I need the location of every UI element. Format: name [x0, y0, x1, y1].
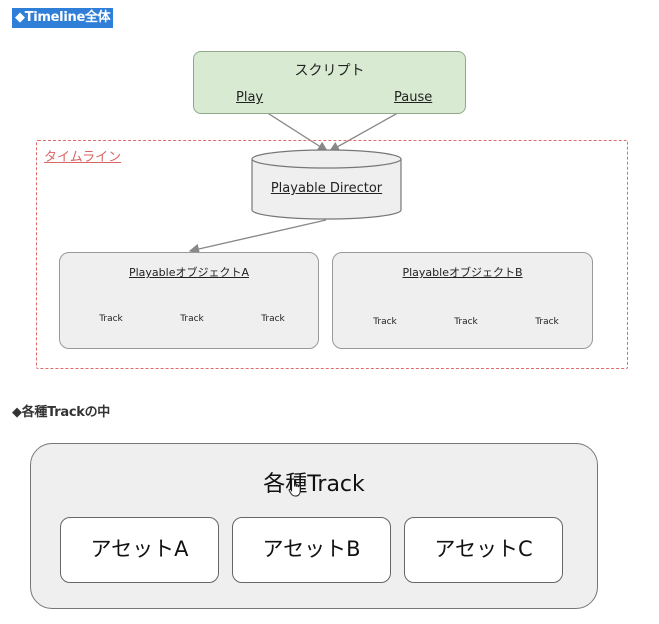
script-box	[193, 51, 466, 114]
track-label: Track	[99, 314, 123, 324]
playable-director-label: Playable Director	[270, 181, 383, 196]
track-label: Track	[261, 314, 285, 324]
play-label: Play	[236, 90, 264, 105]
track-label: Track	[535, 317, 559, 327]
pause-label: Pause	[394, 90, 433, 105]
playable-director-cylinder	[251, 149, 402, 220]
playable-object-b-title: PlayableオブジェクトB	[402, 266, 523, 279]
section-heading-track-content: ◆各種Trackの中	[12, 405, 110, 420]
track-label: Track	[180, 314, 204, 324]
asset-c-box: アセットC	[404, 517, 563, 583]
track-detail-title: 各種Track	[263, 472, 365, 497]
section-heading-timeline: ◆Timeline全体	[12, 8, 114, 28]
playable-object-a-box	[59, 252, 319, 349]
playable-object-b-box	[332, 252, 593, 349]
timeline-label: タイムライン	[44, 150, 122, 165]
asset-a-box: アセットA	[60, 517, 219, 583]
track-label: Track	[454, 317, 478, 327]
track-label: Track	[373, 317, 397, 327]
arrow-director-to-object-a	[188, 219, 327, 255]
timeline-frame	[36, 140, 628, 369]
script-title: スクリプト	[294, 63, 365, 79]
playable-object-a-title: PlayableオブジェクトA	[128, 266, 249, 279]
hand-cursor-icon	[288, 478, 301, 497]
asset-b-box: アセットB	[232, 517, 391, 583]
